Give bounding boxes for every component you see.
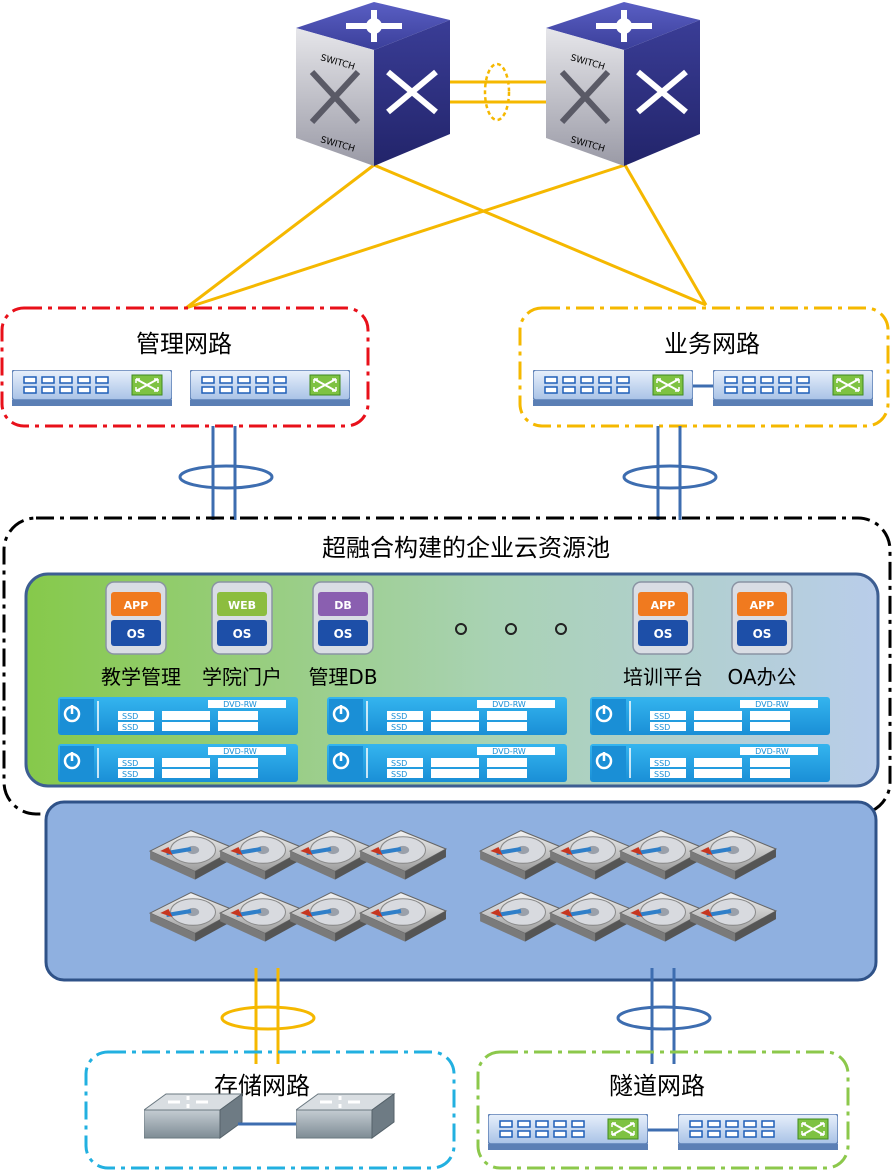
- core-stack-link: [448, 62, 548, 122]
- server-slot-label: SSD: [654, 759, 670, 768]
- app-list: APP OS 教学管理 WEB OS 学院门户 DB OS 管理DB APP OS 培训平台 APP OS…: [101, 581, 797, 689]
- biz-pool-link: [622, 426, 718, 520]
- server-slot-label: SSD: [122, 712, 138, 721]
- tunnel-network-title: 隧道网路: [609, 1072, 705, 1100]
- core-switch-left: SWITCH SWITCH: [296, 2, 450, 166]
- tunnel-link: [616, 968, 712, 1064]
- server-slot-label: SSD: [654, 770, 670, 779]
- mgmt-network-title: 管理网路: [136, 330, 232, 358]
- server-drive-label: DVD-RW: [755, 700, 789, 709]
- storage-pool: [44, 800, 878, 982]
- app-os-label: OS: [753, 627, 772, 641]
- app-os-label: OS: [654, 627, 673, 641]
- server-slot-label: SSD: [391, 712, 407, 721]
- server-node: DVD-RW SSD SSD: [590, 697, 830, 735]
- storage-router-1: [144, 1092, 244, 1140]
- server-slot-label: SSD: [654, 723, 670, 732]
- app-name-label: OA办公: [727, 665, 796, 689]
- app-item: APP OS 教学管理: [101, 581, 181, 689]
- server-slot-label: SSD: [654, 712, 670, 721]
- app-name-label: 教学管理: [101, 665, 181, 689]
- app-name-label: 管理DB: [308, 665, 377, 689]
- server-slot-label: SSD: [122, 759, 138, 768]
- server-drive-label: DVD-RW: [492, 747, 526, 756]
- server-slot-label: SSD: [391, 770, 407, 779]
- biz-switch-1: [533, 370, 693, 406]
- mgmt-network-group: 管理网路: [0, 306, 370, 428]
- tunnel-switch-2: [678, 1114, 838, 1150]
- app-name-label: 学院门户: [202, 665, 282, 689]
- storage-router-2: [296, 1092, 396, 1140]
- server-slot-label: SSD: [391, 759, 407, 768]
- biz-network-group: 业务网路: [518, 306, 890, 428]
- app-os-label: OS: [334, 627, 353, 641]
- tunnel-network-group: 隧道网路: [476, 1050, 850, 1170]
- app-type-label: APP: [124, 599, 149, 612]
- server-node: DVD-RW SSD SSD: [58, 697, 298, 735]
- server-drive-label: DVD-RW: [223, 700, 257, 709]
- biz-network-title: 业务网路: [664, 330, 760, 358]
- app-os-label: OS: [233, 627, 252, 641]
- server-drive-label: DVD-RW: [755, 747, 789, 756]
- server-drive-label: DVD-RW: [492, 700, 526, 709]
- storage-link: [220, 968, 316, 1064]
- app-type-label: APP: [651, 599, 676, 612]
- more-indicator: [455, 623, 567, 635]
- server-drive-label: DVD-RW: [223, 747, 257, 756]
- server-slot-label: SSD: [391, 723, 407, 732]
- resource-pool-group: 超融合构建的企业云资源池 APP OS 教学管理 WEB OS 学院门户 DB OS 管理DB A…: [2, 516, 892, 816]
- server-node: DVD-RW SSD SSD: [327, 744, 567, 782]
- core-switch-right: SWITCH SWITCH: [546, 2, 700, 166]
- mgmt-switch-1: [12, 370, 172, 406]
- server-rack: DVD-RWSSDSSDDVD-RWSSDSSDDVD-RWSSDSSDDVD-…: [58, 697, 830, 782]
- app-type-label: APP: [750, 599, 775, 612]
- storage-network-group: 存储网路: [84, 1050, 456, 1170]
- server-node: DVD-RW SSD SSD: [58, 744, 298, 782]
- biz-switch-2: [713, 370, 873, 406]
- server-node: DVD-RW SSD SSD: [590, 744, 830, 782]
- server-node: DVD-RW SSD SSD: [327, 697, 567, 735]
- app-name-label: 培训平台: [623, 665, 703, 689]
- resource-pool-title: 超融合构建的企业云资源池: [322, 534, 610, 562]
- app-type-label: DB: [334, 599, 352, 612]
- app-item: APP OS 培训平台: [623, 581, 703, 689]
- app-item: DB OS 管理DB: [308, 581, 378, 689]
- app-type-label: WEB: [228, 599, 256, 612]
- mgmt-switch-2: [190, 370, 350, 406]
- server-slot-label: SSD: [122, 723, 138, 732]
- tunnel-switch-1: [488, 1114, 648, 1150]
- app-item: WEB OS 学院门户: [202, 581, 282, 689]
- mgmt-pool-link: [178, 426, 274, 520]
- core-uplinks: [185, 163, 708, 310]
- server-slot-label: SSD: [122, 770, 138, 779]
- app-item: APP OS OA办公: [727, 581, 797, 689]
- app-os-label: OS: [127, 627, 146, 641]
